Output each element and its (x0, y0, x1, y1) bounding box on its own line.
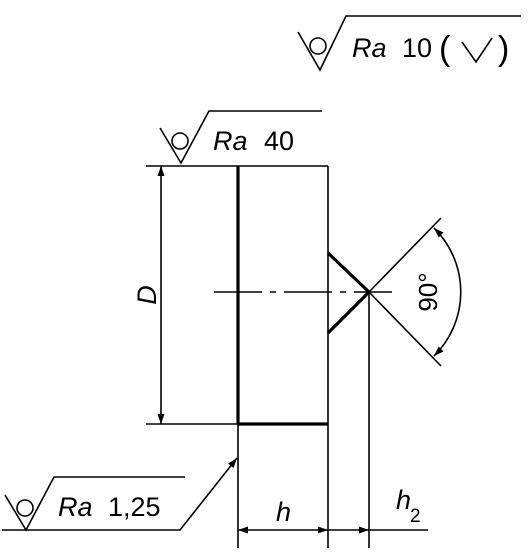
roughness-circle-icon (171, 132, 189, 150)
width-dimensions: h h 2 (237, 292, 428, 548)
depth-subscript: 2 (410, 506, 421, 527)
angle-dimension: 90° (413, 227, 462, 357)
diameter-dimension: D (132, 165, 238, 425)
roughness-param: Ra (58, 492, 93, 522)
roughness-circle-icon (16, 499, 34, 517)
cone-lines (368, 217, 442, 367)
paren-open: ( (439, 30, 451, 68)
roughness-param: Ra (213, 126, 248, 156)
roughness-param: Ra (352, 33, 387, 63)
roughness-value: 10 (402, 33, 432, 63)
roughness-check-icon (159, 110, 322, 165)
roughness-symbol-general: Ra 10 ( ) (297, 15, 521, 72)
roughness-circle-icon (309, 37, 327, 55)
width-label: h (276, 497, 291, 527)
small-check-icon (461, 37, 493, 64)
roughness-symbol-left-face: Ra 40 (159, 110, 322, 165)
roughness-check-icon (297, 15, 521, 72)
paren-close: ) (498, 30, 509, 68)
leader-line (2, 457, 238, 531)
roughness-check-icon (4, 476, 185, 532)
roughness-value: 40 (264, 126, 294, 156)
diameter-label: D (132, 285, 162, 305)
roughness-value: 1,25 (108, 492, 161, 522)
depth-label: h (396, 485, 411, 515)
part-outline (236, 165, 372, 426)
roughness-symbol-bottom-face: Ra 1,25 (2, 457, 238, 532)
angle-label: 90° (413, 272, 443, 311)
